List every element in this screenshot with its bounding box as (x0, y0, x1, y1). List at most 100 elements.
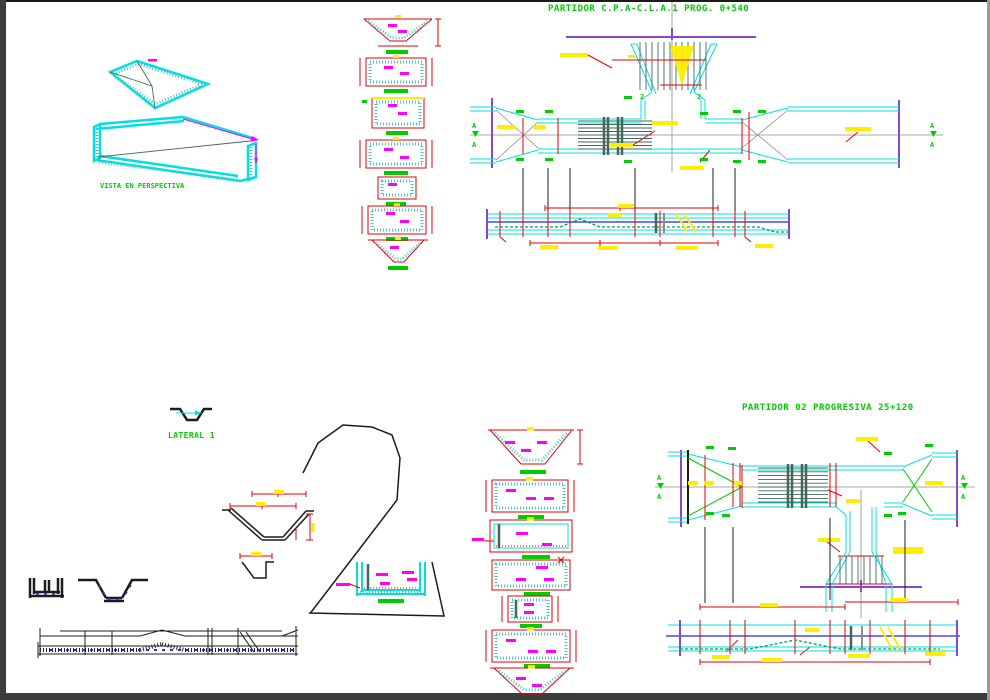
b6-m3 (546, 650, 556, 653)
b7-hatch (499, 671, 565, 690)
pr2-yellow-dim-texts (712, 598, 945, 662)
p1-branch-cyan (631, 44, 717, 119)
trap-channel-dots (99, 585, 131, 599)
b3-cyan-inner (494, 524, 568, 548)
p2-green-section-tags (706, 444, 933, 517)
s3-m1 (388, 104, 397, 107)
s7-ydim (395, 237, 401, 240)
b1-m2 (521, 449, 531, 452)
profile-1 (486, 204, 790, 250)
b6-m1 (506, 639, 516, 642)
p1-green-section-tags (516, 96, 766, 163)
u-caption (378, 599, 404, 603)
b3-m1 (516, 532, 528, 535)
s7-hatch (376, 243, 420, 259)
s2-caption (384, 89, 408, 93)
title-partidor-2: PARTIDOR 02 PROGRESIVA 25+120 (742, 403, 914, 413)
b3-ydim (527, 517, 534, 521)
s7-caption (388, 266, 408, 270)
s1-m1 (388, 24, 397, 27)
lateral-channel-shape (170, 409, 212, 420)
b1-m1 (505, 441, 515, 444)
u-cyan-walls (357, 562, 425, 596)
b6-m2 (528, 650, 538, 653)
s6-red (362, 206, 432, 234)
b5-m1 (524, 603, 534, 606)
b2-m1 (506, 489, 516, 492)
s3-m2 (398, 112, 407, 115)
p1-red-dims (523, 55, 858, 162)
s4-hatch (370, 144, 422, 164)
s3-hatch (376, 102, 420, 124)
pr1-yellow-hatch (676, 214, 696, 232)
p1-a-right-top: A (930, 122, 935, 130)
p1-gate-marker-left: 2 (640, 93, 644, 101)
p2-leaders (826, 441, 880, 552)
title-partidor-1: PARTIDOR C.P.A-C.L.A.1 PROG. 0+540 (548, 4, 749, 14)
perspective-magenta-tick (148, 59, 157, 62)
s2-ydim (393, 55, 399, 58)
p1-axis-marker-left: A A (472, 122, 479, 149)
p2-a-right-bottom: A (961, 493, 966, 501)
pr2-yellow-hatch (880, 627, 900, 649)
u-section-detail (336, 562, 425, 603)
plan-view-2: A A A A (655, 437, 975, 618)
b4-red (492, 560, 570, 590)
s2-m2 (400, 72, 409, 75)
p1-rack-bars (604, 117, 622, 155)
b1-hatch (495, 433, 567, 460)
p2-projection-lines (705, 518, 905, 603)
p2-a-left-bottom: A (657, 493, 662, 501)
s2-red (360, 58, 432, 86)
u-leader (350, 584, 360, 588)
b6-caption (524, 664, 550, 668)
pr2-datum (680, 620, 957, 656)
b1-caption (520, 470, 546, 474)
s1-ydim (395, 15, 401, 18)
b2-ydim (526, 477, 533, 481)
s4-red (360, 140, 432, 168)
trap-red-dims (230, 491, 313, 540)
p1-a-left-top: A (472, 122, 477, 130)
p2-yellow-dim-texts (688, 437, 943, 554)
p1-a-right-arrow (930, 131, 937, 137)
perspective-box-hatch (97, 129, 251, 180)
p1-flare-diagonals (496, 110, 788, 160)
frame-left (0, 0, 6, 700)
p2-a-left-top: A (657, 474, 662, 482)
pr1-channel (488, 214, 788, 234)
b3-m2 (542, 543, 552, 546)
frame-bottom (0, 693, 990, 700)
b4-caption (524, 592, 550, 596)
lateral-caption: LATERAL 1 (168, 431, 215, 440)
s3-gtick (362, 100, 367, 103)
s6-m1 (386, 212, 395, 215)
perspective-flow-arrows (183, 119, 256, 160)
s4-ydim (393, 137, 399, 140)
b3-red (490, 520, 572, 552)
p2-a-right-arrow (961, 483, 968, 489)
s4-m2 (400, 156, 409, 159)
b2-hatch (496, 484, 564, 508)
b6-ydim (527, 627, 534, 631)
b3-caption (522, 555, 550, 559)
perspective-funnel-outline (110, 61, 208, 108)
section-column-bottom (472, 427, 583, 694)
profile-2 (666, 598, 960, 665)
s1-red (364, 19, 441, 46)
b1-ydim (527, 427, 534, 431)
p2-axis-marker-left: A A (657, 474, 664, 501)
channel-symbols (30, 578, 148, 601)
pr2-ground-line (680, 640, 940, 649)
u-magenta-labels (336, 571, 417, 586)
p2-branch-rack (840, 556, 882, 584)
b4-hatch (496, 564, 566, 586)
s7-m1 (390, 246, 399, 249)
s2-m1 (384, 66, 393, 69)
p1-projection-lines (523, 168, 735, 225)
b7-m2 (532, 684, 542, 687)
b5-caption (520, 624, 542, 628)
s6-hatch (372, 210, 422, 230)
